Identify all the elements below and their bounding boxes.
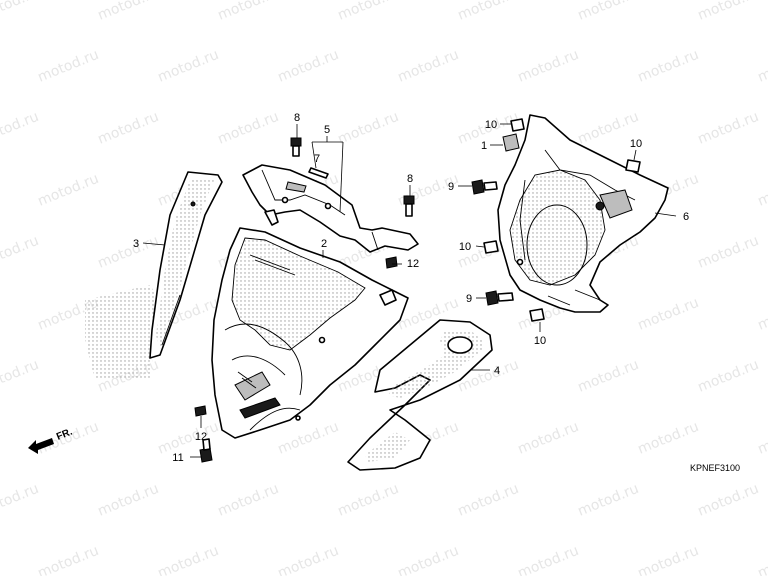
watermark-text: motod.ru xyxy=(756,543,768,576)
watermark-text: motod.ru xyxy=(576,481,642,520)
callout-1: 1 xyxy=(481,140,487,152)
watermark-text: motod.ru xyxy=(696,109,762,148)
part-10-nut-d xyxy=(529,308,545,322)
watermark-text: motod.ru xyxy=(756,295,768,334)
part-7-pin xyxy=(308,167,329,179)
watermark-text: motod.ru xyxy=(456,481,522,520)
watermark-text: motod.ru xyxy=(96,0,162,24)
watermark-text: motod.ru xyxy=(576,357,642,396)
watermark-text: motod.ru xyxy=(696,357,762,396)
callout-10-bottom: 10 xyxy=(534,335,546,347)
watermark-text: motod.ru xyxy=(336,0,402,24)
watermark-text: motod.ru xyxy=(36,171,102,210)
part-9-screw-lower xyxy=(485,290,514,306)
watermark-text: motod.ru xyxy=(396,543,462,576)
callout-3: 3 xyxy=(133,238,139,250)
part-10-nut-c xyxy=(483,240,499,254)
watermark-text: motod.ru xyxy=(516,47,582,86)
watermark-text: motod.ru xyxy=(216,0,282,24)
part-6-inner-panel xyxy=(497,114,669,313)
part-5-upper-bracket xyxy=(242,164,419,253)
callout-10-middle: 10 xyxy=(459,241,471,253)
part-4-side-cover xyxy=(347,319,493,471)
leader-lines xyxy=(142,123,677,458)
watermark-text: motod.ru xyxy=(756,419,768,458)
watermark-text: motod.ru xyxy=(756,171,768,210)
callout-9-lower: 9 xyxy=(466,293,472,305)
watermark-text: motod.ru xyxy=(276,543,342,576)
watermark-text: motod.ru xyxy=(336,481,402,520)
callout-6: 6 xyxy=(683,211,689,223)
part-10-nut-b xyxy=(625,159,641,173)
background-hatch xyxy=(85,285,160,380)
watermark-text: motod.ru xyxy=(276,419,342,458)
part-2-front-cover xyxy=(211,227,409,439)
watermark-text: motod.ru xyxy=(96,109,162,148)
watermark-text: motod.ru xyxy=(216,481,282,520)
watermark-text: motod.ru xyxy=(0,109,41,148)
callout-2: 2 xyxy=(321,238,327,250)
watermark-text: motod.ru xyxy=(516,419,582,458)
callout-7: 7 xyxy=(314,153,320,165)
watermark-text: motod.ru xyxy=(696,0,762,24)
watermark-text: motod.ru xyxy=(636,419,702,458)
part-11-bolt xyxy=(199,438,213,463)
watermark-text: motod.ru xyxy=(216,109,282,148)
watermark-text: motod.ru xyxy=(696,233,762,272)
part-1-clip xyxy=(502,133,520,152)
callout-10-right: 10 xyxy=(630,138,642,150)
callout-12-upper: 12 xyxy=(407,258,419,270)
callout-9-upper: 9 xyxy=(448,181,454,193)
callout-5: 5 xyxy=(324,124,330,136)
watermark-text: motod.ru xyxy=(336,109,402,148)
watermark-text: motod.ru xyxy=(516,543,582,576)
part-3-windscreen xyxy=(149,171,223,359)
watermark-text: motod.ru xyxy=(156,543,222,576)
part-10-nut-a xyxy=(510,118,525,132)
part-8-bolt-right xyxy=(403,195,415,217)
watermark-text: motod.ru xyxy=(276,47,342,86)
watermark-text: motod.ru xyxy=(36,47,102,86)
callout-12-lower: 12 xyxy=(195,431,207,443)
part-9-screw-upper xyxy=(471,179,498,195)
watermark-text: motod.ru xyxy=(96,481,162,520)
watermark-text: motod.ru xyxy=(156,47,222,86)
part-12-clip-upper xyxy=(385,256,398,269)
diagram-code: KPNEF3100 xyxy=(690,463,740,473)
watermark-text: motod.ru xyxy=(456,0,522,24)
watermark-text: motod.ru xyxy=(0,357,41,396)
watermark-text: motod.ru xyxy=(636,47,702,86)
callout-8-right: 8 xyxy=(407,173,413,185)
callout-4: 4 xyxy=(494,365,500,377)
watermark-text: motod.ru xyxy=(576,0,642,24)
watermark-text: motod.ru xyxy=(0,481,41,520)
watermark-text: motod.ru xyxy=(96,233,162,272)
watermark-text: motod.ru xyxy=(0,0,41,24)
watermark-text: motod.ru xyxy=(0,233,41,272)
watermark-text: motod.ru xyxy=(636,295,702,334)
watermark-text: motod.ru xyxy=(636,543,702,576)
watermark-text: motod.ru xyxy=(396,47,462,86)
part-12-clip-lower xyxy=(194,405,207,417)
part-8-bolt-left xyxy=(290,137,302,157)
watermark-text: motod.ru xyxy=(156,419,222,458)
watermark-text: motod.ru xyxy=(696,481,762,520)
callout-8-left: 8 xyxy=(294,112,300,124)
watermark-text: motod.ru xyxy=(756,47,768,86)
callout-11: 11 xyxy=(172,452,183,464)
watermark-text: motod.ru xyxy=(36,543,102,576)
callout-10-top: 10 xyxy=(485,119,497,131)
